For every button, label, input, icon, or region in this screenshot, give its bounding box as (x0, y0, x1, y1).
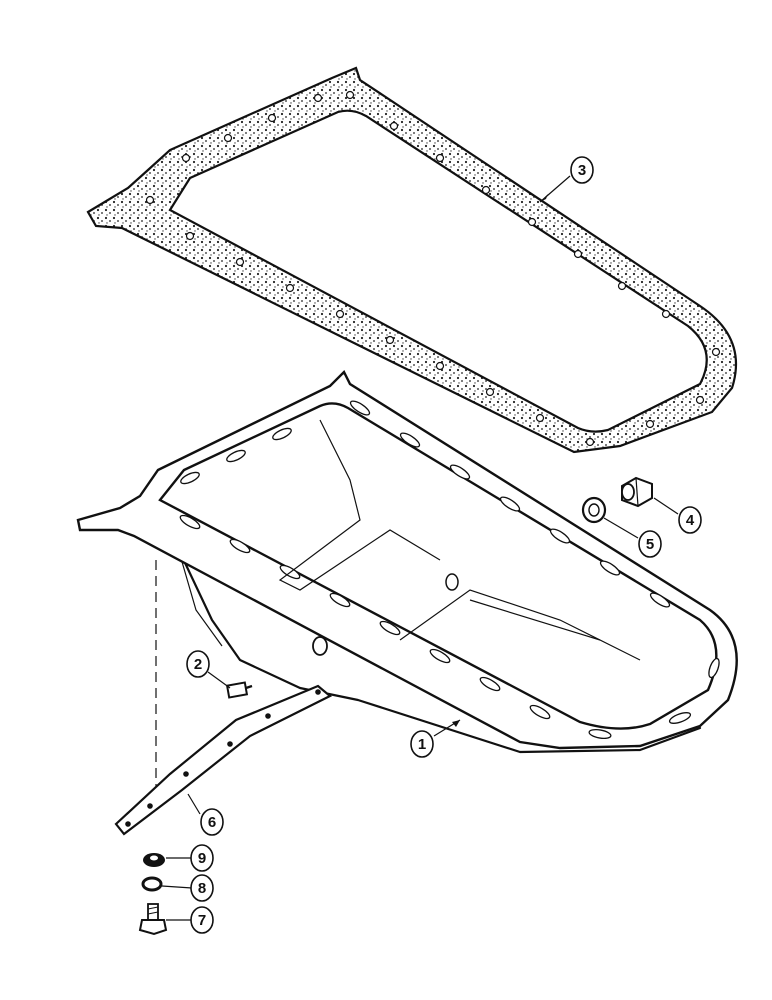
gasket-body (86, 66, 738, 454)
washer-icon (581, 496, 607, 524)
callout-5-label: 5 (646, 536, 654, 553)
callout-8: 8 (161, 874, 214, 902)
callout-2-label: 2 (194, 656, 202, 673)
callout-3: 3 (539, 156, 594, 203)
pan-side-boss (312, 636, 328, 656)
callout-5: 5 (603, 517, 662, 558)
callout-1: 1 (410, 719, 461, 758)
support-bracket-icon (114, 684, 332, 836)
flat-washer-icon (143, 853, 165, 867)
callout-9-label: 9 (198, 850, 206, 867)
callout-7: 7 (166, 906, 214, 934)
callout-2: 2 (186, 650, 231, 689)
callout-9: 9 (166, 844, 214, 872)
oil-pan-gasket (86, 66, 738, 454)
drain-plug-icon (225, 681, 253, 699)
callout-6: 6 (187, 793, 224, 836)
callout-1-label: 1 (418, 736, 426, 753)
pan-drain-boss (445, 573, 459, 591)
plug-icon (621, 476, 653, 508)
callout-4: 4 (653, 497, 702, 534)
callout-7-label: 7 (198, 912, 206, 929)
callout-3-label: 3 (578, 162, 586, 179)
callout-4-label: 4 (686, 512, 695, 529)
pan-flange (76, 369, 738, 750)
oil-pan (76, 369, 738, 754)
lock-washer-icon (141, 876, 163, 892)
callout-8-label: 8 (198, 880, 206, 897)
callout-6-label: 6 (208, 814, 216, 831)
bolt-icon (138, 903, 168, 936)
